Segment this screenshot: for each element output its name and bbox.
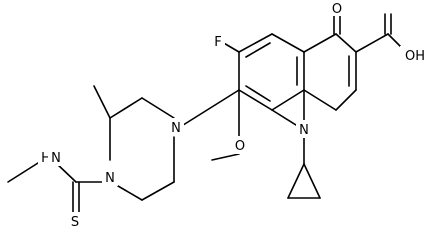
bond [303, 33, 337, 53]
methoxy-oxygen-label: O [235, 139, 245, 154]
label-mask [48, 148, 64, 166]
bond [7, 162, 39, 183]
label-mask [232, 136, 248, 154]
label-mask [168, 118, 184, 136]
bond [117, 185, 143, 201]
label-mask [68, 212, 82, 230]
bond [355, 33, 389, 53]
bond [179, 89, 240, 128]
label-mask [211, 32, 225, 50]
label-mask [400, 46, 430, 64]
fluorine-label: F [214, 35, 221, 50]
ketone-oxygen-label: O [332, 2, 342, 17]
acid-hydroxyl-label: OH [405, 49, 425, 64]
bond [335, 33, 357, 53]
bond [93, 85, 111, 119]
sulfur-label: S [71, 215, 79, 230]
bond [238, 33, 273, 53]
bond [211, 153, 240, 161]
bond [303, 89, 337, 111]
bond [55, 162, 77, 183]
bond [109, 97, 143, 119]
bond [303, 163, 321, 199]
piperazine-n1-label: N [105, 171, 115, 186]
label-mask [330, 0, 344, 16]
label-mask [296, 120, 312, 138]
bond [271, 89, 305, 111]
thioamide-h-label: H [41, 151, 51, 166]
label-mask [102, 168, 118, 186]
bond [245, 42, 271, 58]
bond [271, 33, 305, 53]
ring-nitrogen-label: N [299, 123, 309, 138]
thioamide-n-label: N [51, 151, 61, 166]
bond [141, 97, 175, 119]
piperazine-n4-label: N [171, 121, 181, 136]
bond [245, 85, 271, 102]
bond [287, 163, 305, 199]
bond [141, 181, 175, 201]
bond [238, 89, 273, 111]
bond [335, 89, 357, 111]
